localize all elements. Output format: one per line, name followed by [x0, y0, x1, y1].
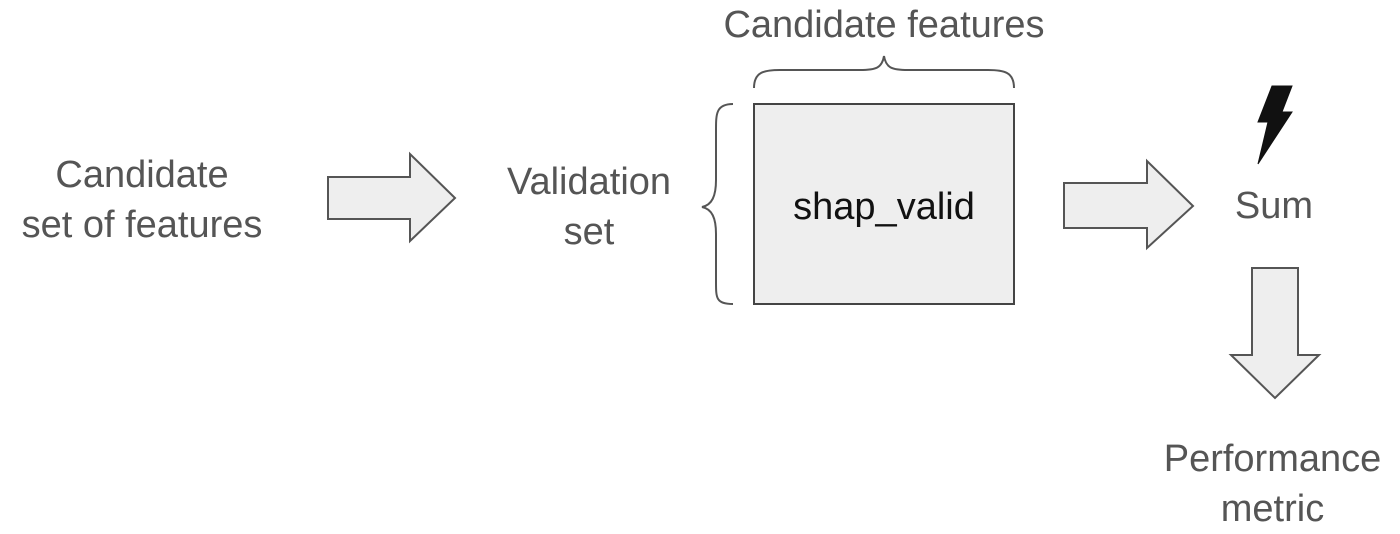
arrow-box-to-sum	[1063, 158, 1195, 251]
rows-brace	[701, 103, 734, 305]
arrow-input-to-validation	[327, 151, 457, 244]
performance-metric-label: Performance metric	[1163, 438, 1382, 530]
lightning-icon	[1257, 85, 1293, 165]
columns-brace	[753, 55, 1015, 89]
arrow-sum-to-metric	[1228, 267, 1322, 400]
sum-label: Sum	[1234, 185, 1314, 227]
candidate-features-label: Candidate features	[723, 4, 1045, 46]
shap-valid-label: shap_valid	[793, 186, 975, 228]
validation-set-label: Validation set	[506, 161, 672, 253]
input-features-label: Candidate set of features	[21, 154, 263, 246]
shap-valid-box	[753, 103, 1015, 305]
